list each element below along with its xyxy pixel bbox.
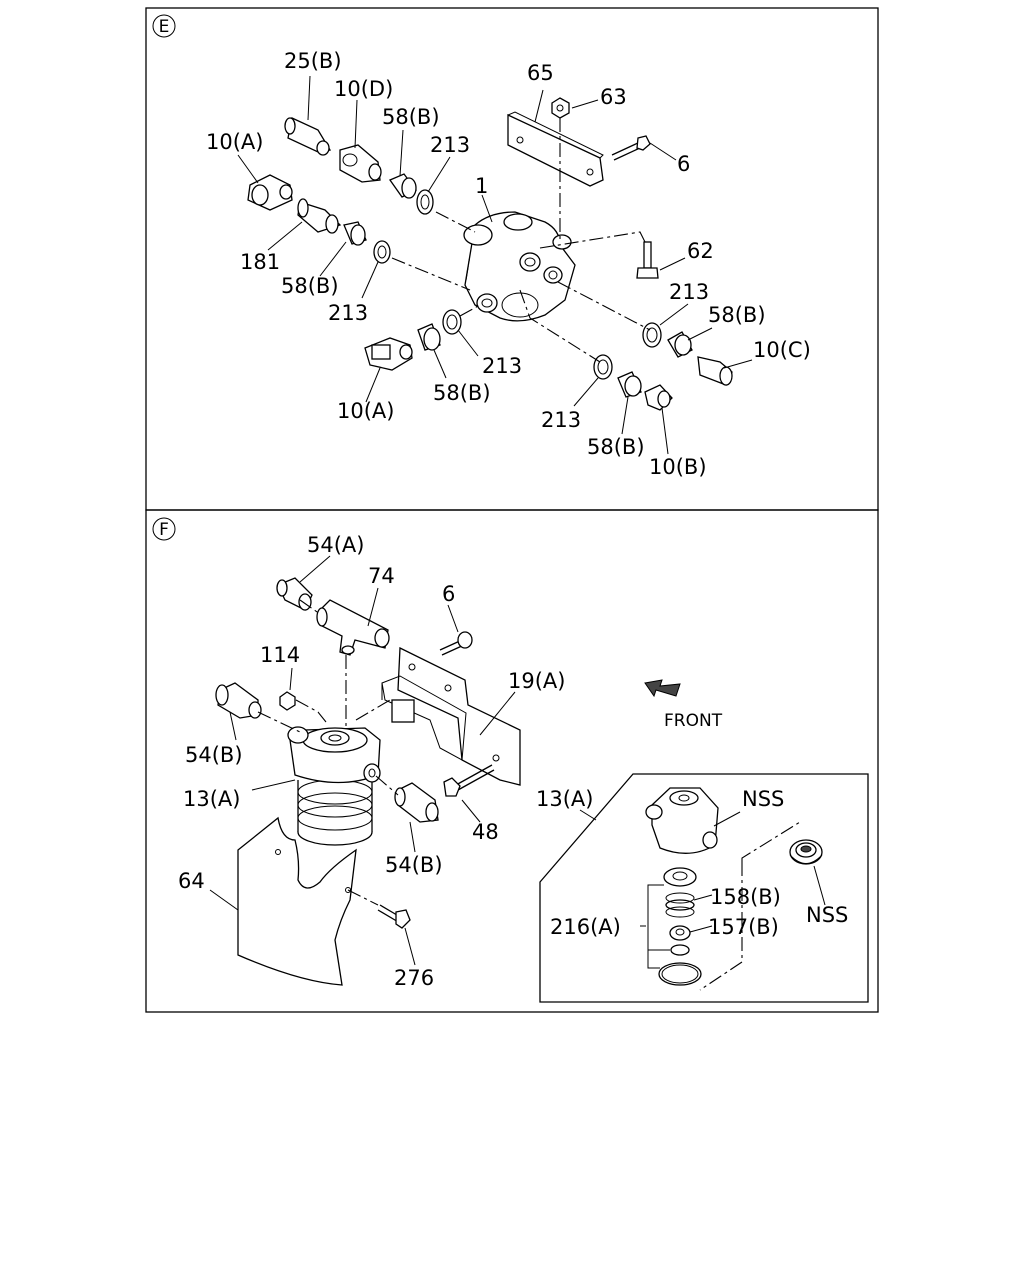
washer-part-213-top: [416, 189, 434, 215]
label-213-right: 213: [669, 280, 709, 304]
label-58b-low: 58(B): [587, 435, 645, 459]
labels-panel-e: 25(B) 10(D) 58(B) 213 65 63 6 10(A) 1 62…: [206, 49, 811, 479]
label-10a-bottom: 10(A): [337, 399, 394, 423]
label-6: 6: [677, 152, 690, 176]
nut-part-114: [279, 691, 296, 711]
label-114: 114: [260, 643, 300, 667]
label-216a: 216(A): [550, 915, 621, 939]
connector-part-10b: [644, 384, 673, 411]
fitting-part-58b-left: [343, 221, 367, 246]
label-64: 64: [178, 869, 205, 893]
fuel-filter-part-13a: [287, 726, 381, 846]
filter-part-181: [297, 198, 342, 234]
tee-fitting-part-74: [316, 599, 390, 656]
inset-part-157b: [669, 925, 691, 941]
bolt-part-276: [377, 904, 411, 929]
assembly-lines-panel-e: [391, 118, 651, 363]
leader-lines-panel-f: [209, 555, 516, 966]
label-62: 62: [687, 239, 714, 263]
elbow-part-10a-bottom: [364, 337, 413, 371]
bolt-part-6-f: [439, 631, 473, 656]
label-48: 48: [472, 820, 499, 844]
elbow-part-10a-top: [247, 174, 293, 211]
bracket-part-65: [507, 111, 604, 187]
label-inset-13a: 13(A): [536, 787, 593, 811]
fitting-part-58b-right: [667, 331, 693, 358]
label-19a: 19(A): [508, 669, 565, 693]
shield-part-64: [237, 816, 357, 986]
elbow-part-10d: [339, 144, 382, 183]
label-58b-left: 58(B): [281, 274, 339, 298]
bolt-part-48: [443, 764, 495, 797]
fitting-part-58b-low: [617, 371, 642, 398]
connector-part-10c: [697, 356, 733, 386]
bolt-part-62: [636, 241, 659, 279]
label-10a-top: 10(A): [206, 130, 263, 154]
label-54b-bottom: 54(B): [385, 853, 443, 877]
label-65: 65: [527, 61, 554, 85]
label-58b-mid: 58(B): [433, 381, 491, 405]
label-74: 74: [368, 564, 395, 588]
inset-part-158b: [663, 867, 697, 918]
front-label: FRONT: [664, 711, 723, 731]
connector-part-54b-bottom: [394, 782, 439, 823]
label-13a: 13(A): [183, 787, 240, 811]
fitting-part-58b-mid: [417, 323, 441, 351]
svg-text:F: F: [159, 520, 169, 540]
label-25b: 25(B): [284, 49, 342, 73]
label-10c: 10(C): [753, 338, 811, 362]
label-276: 276: [394, 966, 434, 990]
label-58b-top: 58(B): [382, 105, 440, 129]
label-213-mid: 213: [482, 354, 522, 378]
washer-part-213-right: [642, 322, 662, 348]
label-181: 181: [240, 250, 280, 274]
label-213-low: 213: [541, 408, 581, 432]
front-arrow-icon: [644, 679, 681, 698]
svg-text:E: E: [159, 17, 170, 37]
label-10b: 10(B): [649, 455, 707, 479]
leader-lines-panel-e: [237, 75, 753, 455]
inset-o-rings: [658, 944, 702, 986]
label-1: 1: [475, 174, 488, 198]
label-54a: 54(A): [307, 533, 364, 557]
inset-lines: [579, 809, 826, 991]
label-nss-right: NSS: [806, 903, 848, 927]
label-nss-top: NSS: [742, 787, 784, 811]
nut-part-63: [551, 97, 570, 119]
assembly-lines-panel-f: [257, 599, 399, 906]
label-213-left: 213: [328, 301, 368, 325]
sensor-part-25b: [284, 117, 332, 156]
bolt-part-6: [611, 135, 651, 161]
bracket-part-19a: [381, 646, 521, 786]
washer-part-213-low: [593, 354, 613, 380]
labels-panel-f: 54(A) 74 6 114 19(A) 54(B) 13(A) 48 54(B…: [178, 533, 848, 990]
inset-frame: [539, 773, 869, 1003]
panel-f-frame: [145, 509, 879, 1013]
label-54b-left: 54(B): [185, 743, 243, 767]
label-63: 63: [600, 85, 627, 109]
label-10d: 10(D): [334, 77, 393, 101]
label-157b: 157(B): [708, 915, 779, 939]
label-213-top: 213: [430, 133, 470, 157]
label-58b-right: 58(B): [708, 303, 766, 327]
fitting-part-58b-top: [389, 173, 417, 199]
panel-f-marker: F: [152, 517, 176, 541]
filter-head-part-1: [463, 211, 576, 322]
inset-filter-head: [645, 787, 719, 854]
label-6-f: 6: [442, 582, 455, 606]
label-158b: 158(B): [710, 885, 781, 909]
washer-part-213-left: [373, 240, 391, 264]
washer-part-213-mid: [442, 309, 462, 335]
inset-bowl-nss: [789, 839, 823, 865]
connector-part-54b-left: [215, 682, 262, 719]
panel-e-marker: E: [152, 14, 176, 38]
